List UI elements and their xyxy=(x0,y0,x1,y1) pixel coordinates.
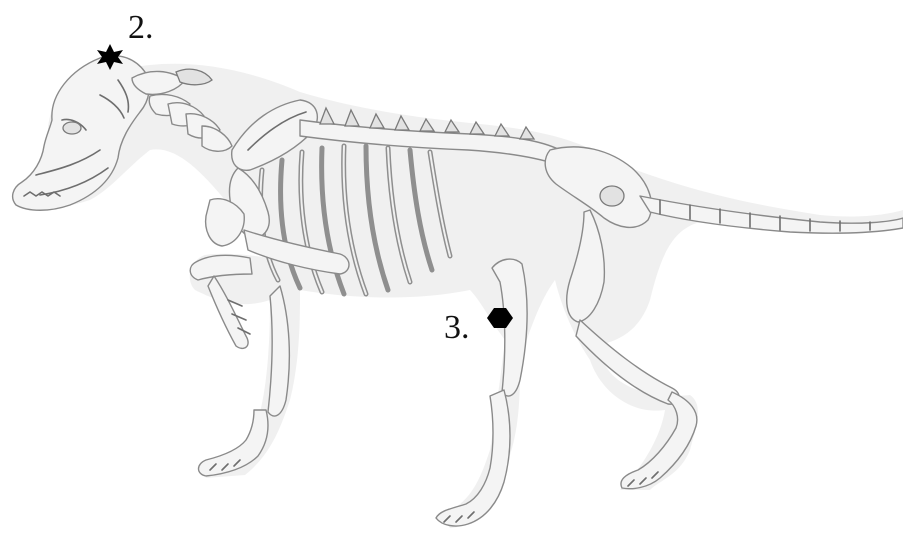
marker-2-label: 2. xyxy=(128,9,154,46)
marker-3: 3. xyxy=(444,308,513,346)
front-right-leg xyxy=(199,286,290,476)
marker-3-label: 3. xyxy=(444,309,470,346)
